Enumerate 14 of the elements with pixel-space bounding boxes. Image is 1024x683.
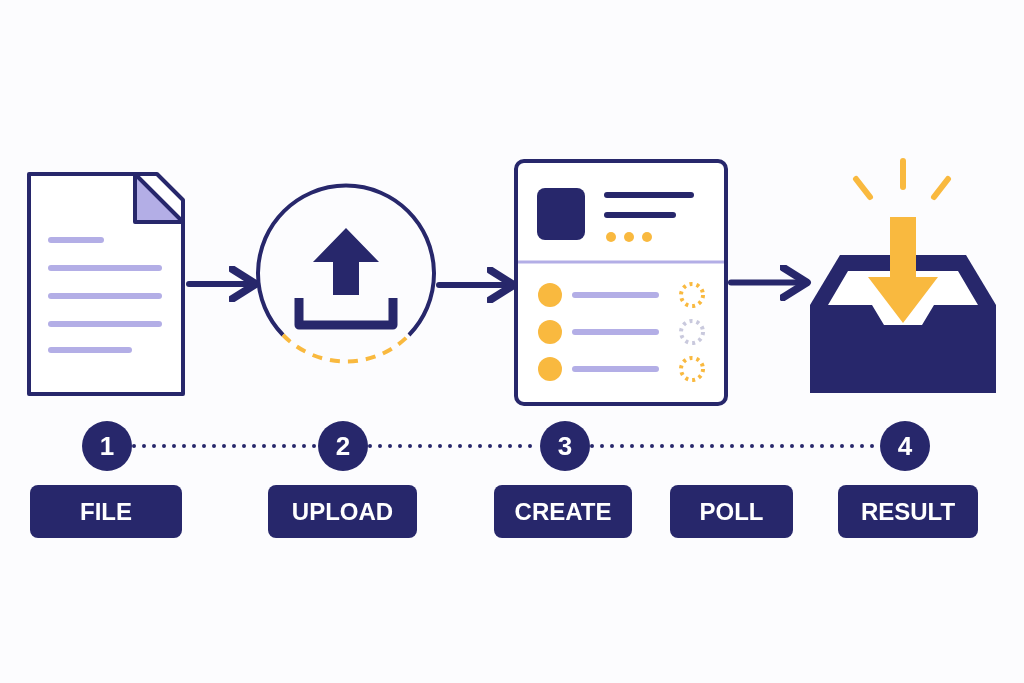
step-number: 1	[82, 421, 132, 471]
step-number: 4	[880, 421, 930, 471]
checklist-panel-icon	[513, 158, 729, 407]
step-label: FILE	[30, 485, 182, 538]
step-label: CREATE	[494, 485, 632, 538]
step-label: RESULT	[838, 485, 978, 538]
document-icon	[25, 170, 187, 398]
arrow	[186, 265, 260, 303]
step-number: 2	[318, 421, 368, 471]
step-number: 3	[540, 421, 590, 471]
arrow	[728, 263, 811, 302]
step-label: POLL	[670, 485, 793, 538]
dotted-line	[132, 444, 318, 448]
step-label: UPLOAD	[268, 485, 417, 538]
